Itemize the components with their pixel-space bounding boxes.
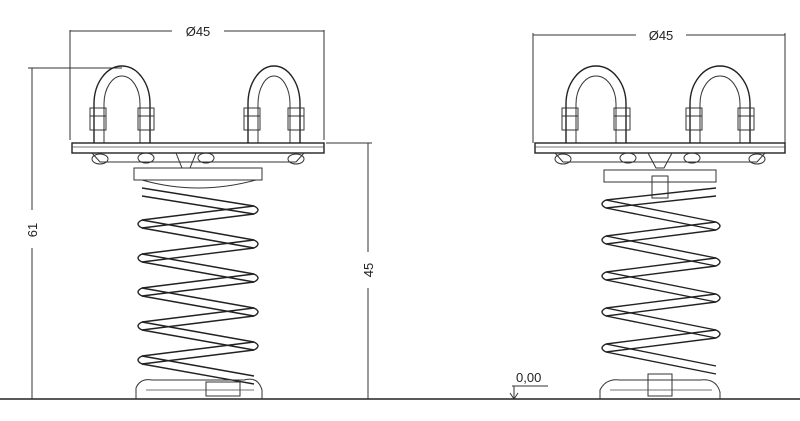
side-diameter-dimension: Ø45 [532,28,786,143]
side-diameter-label: Ø45 [649,28,674,43]
side-seat-plate [534,142,786,169]
front-diameter-dimension: Ø45 [69,24,325,140]
side-spring-base [599,373,721,399]
front-spring [137,187,259,385]
front-handle-right [243,65,305,143]
front-spring-top-mount [133,167,263,189]
side-ground-level-label: 0,00 [516,370,541,385]
front-view: Ø45 61 45 [25,24,376,399]
front-overall-height-label: 61 [25,223,40,237]
front-seat-height-dimension: 45 [326,142,376,399]
side-ground-level-marker: 0,00 [509,370,548,400]
side-handle-left [561,65,631,143]
side-handle-right [685,65,755,143]
front-diameter-label: Ø45 [186,24,211,39]
front-spring-base [135,378,263,399]
front-overall-height-dimension: 61 [25,67,122,399]
front-seat-plate [71,142,325,169]
front-handle-left [89,65,155,143]
side-spring [601,187,721,375]
side-spring-top-mount [603,169,717,199]
front-seat-height-label: 45 [361,263,376,277]
side-view: Ø45 0,00 [509,28,786,400]
